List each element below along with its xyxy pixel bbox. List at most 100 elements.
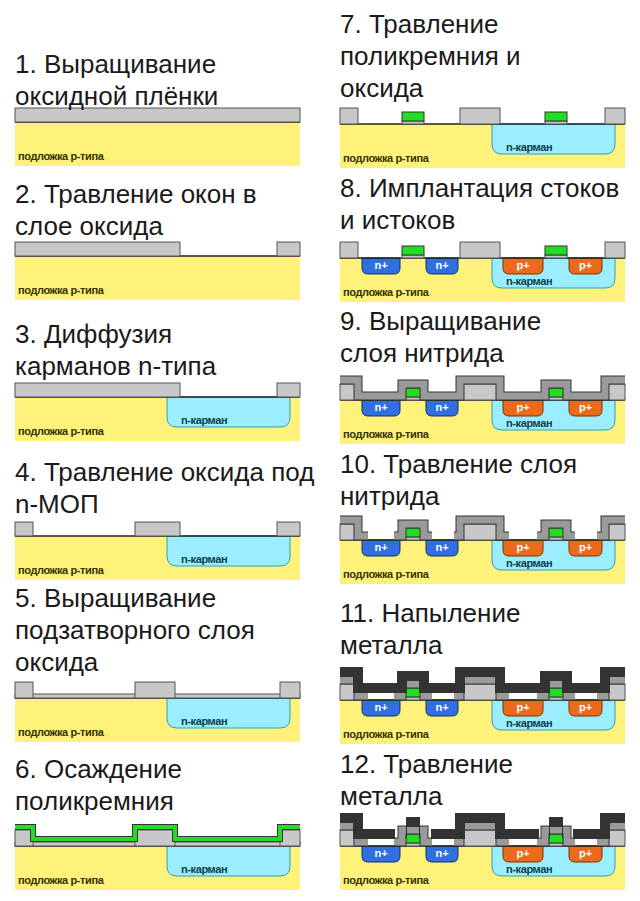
- field-oxide: [340, 242, 358, 258]
- field-oxide: [340, 108, 358, 124]
- region-label: p+: [516, 847, 529, 860]
- cross-section: [15, 108, 300, 166]
- well-label: n-карман: [506, 417, 552, 430]
- substrate-label: подложка p-типа: [343, 874, 428, 887]
- substrate-label: подложка p-типа: [343, 728, 428, 741]
- polysilicon-gate: [402, 246, 424, 255]
- region-label: n+: [435, 701, 448, 714]
- substrate-label: подложка p-типа: [343, 428, 428, 441]
- p-substrate: [340, 400, 625, 444]
- step-title: 7. Травление поликремния и оксида: [340, 8, 570, 104]
- region-label: n+: [374, 259, 387, 272]
- field-oxide: [460, 108, 500, 124]
- n-well: [167, 536, 290, 566]
- region-label: n+: [435, 847, 448, 860]
- cross-section: [15, 522, 300, 580]
- substrate-label: подложка p-типа: [18, 564, 103, 577]
- p-plus-region: [503, 700, 543, 716]
- region-label: p+: [579, 701, 592, 714]
- region-label: p+: [516, 401, 529, 414]
- metal-layer: [340, 672, 625, 688]
- region-label: n+: [435, 259, 448, 272]
- cross-section: [340, 242, 625, 302]
- region-label: p+: [516, 541, 529, 554]
- field-oxide: [15, 682, 33, 698]
- p-substrate: [340, 258, 625, 302]
- field-oxide: [135, 830, 175, 846]
- well-label: n-карман: [181, 863, 227, 876]
- n-plus-region: [426, 846, 458, 862]
- p-substrate: [15, 397, 300, 441]
- n-well: [492, 700, 615, 730]
- polysilicon-gate: [545, 112, 567, 121]
- metal-layer-edge: [340, 818, 625, 834]
- n-well: [167, 698, 290, 728]
- n-plus-region: [362, 540, 400, 556]
- region-label: p+: [579, 541, 592, 554]
- step-title: 3. Диффузия карманов n-типа: [15, 318, 285, 382]
- p-substrate: [340, 124, 625, 168]
- field-oxide: [460, 242, 500, 258]
- nitride-layer: [340, 380, 625, 396]
- p-substrate: [15, 846, 300, 890]
- n-plus-region: [426, 400, 458, 416]
- polysilicon-layer: [15, 827, 300, 839]
- p-substrate: [15, 256, 300, 300]
- cross-section: [15, 827, 300, 890]
- p-substrate: [15, 122, 300, 166]
- p-plus-region: [503, 846, 543, 862]
- step-title: 8. Имплантация стоков и истоков: [340, 172, 620, 236]
- region-label: n+: [374, 847, 387, 860]
- p-plus-region: [569, 400, 602, 416]
- n-well: [492, 400, 615, 430]
- step-title: 10. Травление слоя нитрида: [340, 448, 638, 512]
- p-substrate: [340, 540, 625, 584]
- p-plus-region: [503, 258, 543, 274]
- field-oxide: [460, 684, 500, 700]
- p-plus-region: [569, 258, 602, 274]
- step-title: 2. Травление окон в слое оксида: [15, 178, 315, 242]
- n-plus-region: [362, 258, 400, 274]
- substrate-label: подложка p-типа: [18, 150, 103, 163]
- metal-layer: [340, 818, 625, 834]
- field-oxide: [15, 242, 180, 256]
- region-label: n+: [435, 541, 448, 554]
- n-plus-region: [362, 700, 400, 716]
- p-substrate: [340, 700, 625, 744]
- n-well: [492, 258, 615, 288]
- field-oxide: [277, 242, 300, 256]
- step-title: 11. Напыление металла: [340, 597, 600, 661]
- substrate-label: подложка p-типа: [18, 425, 103, 438]
- cross-section: [340, 818, 625, 890]
- n-plus-region: [426, 700, 458, 716]
- p-plus-region: [503, 540, 543, 556]
- well-label: n-карман: [181, 414, 227, 427]
- field-oxide: [605, 108, 625, 124]
- n-plus-region: [426, 258, 458, 274]
- n-plus-region: [362, 846, 400, 862]
- n-well: [492, 846, 615, 876]
- region-label: p+: [516, 701, 529, 714]
- n-well: [492, 540, 615, 570]
- well-label: n-карман: [181, 715, 227, 728]
- substrate-label: подложка p-типа: [18, 726, 103, 739]
- cross-section: [15, 682, 300, 742]
- field-oxide: [15, 522, 33, 536]
- cross-section: [340, 672, 625, 744]
- polysilicon-gate: [402, 112, 424, 121]
- field-oxide: [277, 383, 300, 397]
- cross-section: [15, 242, 300, 300]
- step-title: 9. Выращивание слоя нитрида: [340, 305, 600, 369]
- field-oxide: [277, 522, 300, 536]
- region-label: p+: [579, 401, 592, 414]
- well-label: n-карман: [506, 557, 552, 570]
- substrate-label: подложка p-типа: [18, 284, 103, 297]
- field-oxide: [460, 524, 500, 540]
- well-label: n-карман: [506, 863, 552, 876]
- field-oxide: [135, 522, 180, 536]
- nitride-layer-edge: [340, 520, 625, 536]
- n-plus-region: [362, 400, 400, 416]
- field-oxide: [605, 242, 625, 258]
- well-label: n-карман: [506, 717, 552, 730]
